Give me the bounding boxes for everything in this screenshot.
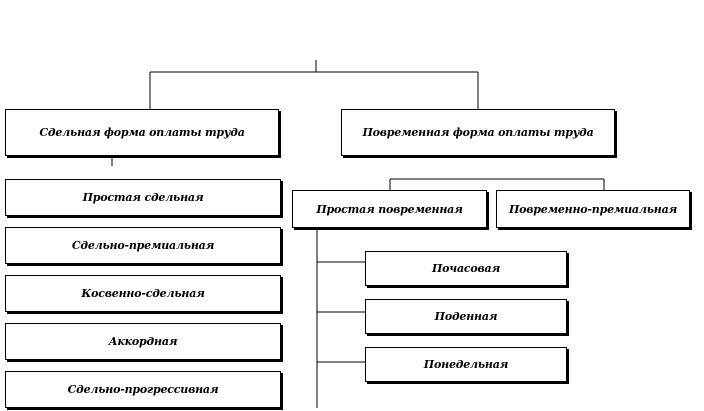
piecework-item-indirect: Косвенно-сдельная: [5, 275, 281, 312]
piecework-item-progressive: Сдельно-прогрессивная: [5, 371, 281, 408]
timebased-form-box: Повременная форма оплаты труда: [341, 109, 615, 156]
piecework-form-box: Сдельная форма оплаты труда: [5, 109, 279, 156]
time-item-weekly: Понедельная: [365, 347, 567, 382]
piecework-item-simple: Простая сдельная: [5, 179, 281, 216]
time-item-hourly: Почасовая: [365, 251, 567, 286]
time-bonus-box: Повременно-премиальная: [496, 190, 690, 228]
piecework-item-lump-sum: Аккордная: [5, 323, 281, 360]
time-simple-box: Простая повременная: [292, 190, 487, 228]
time-item-daily: Поденная: [365, 299, 567, 334]
piecework-item-bonus: Сдельно-премиальная: [5, 227, 281, 264]
